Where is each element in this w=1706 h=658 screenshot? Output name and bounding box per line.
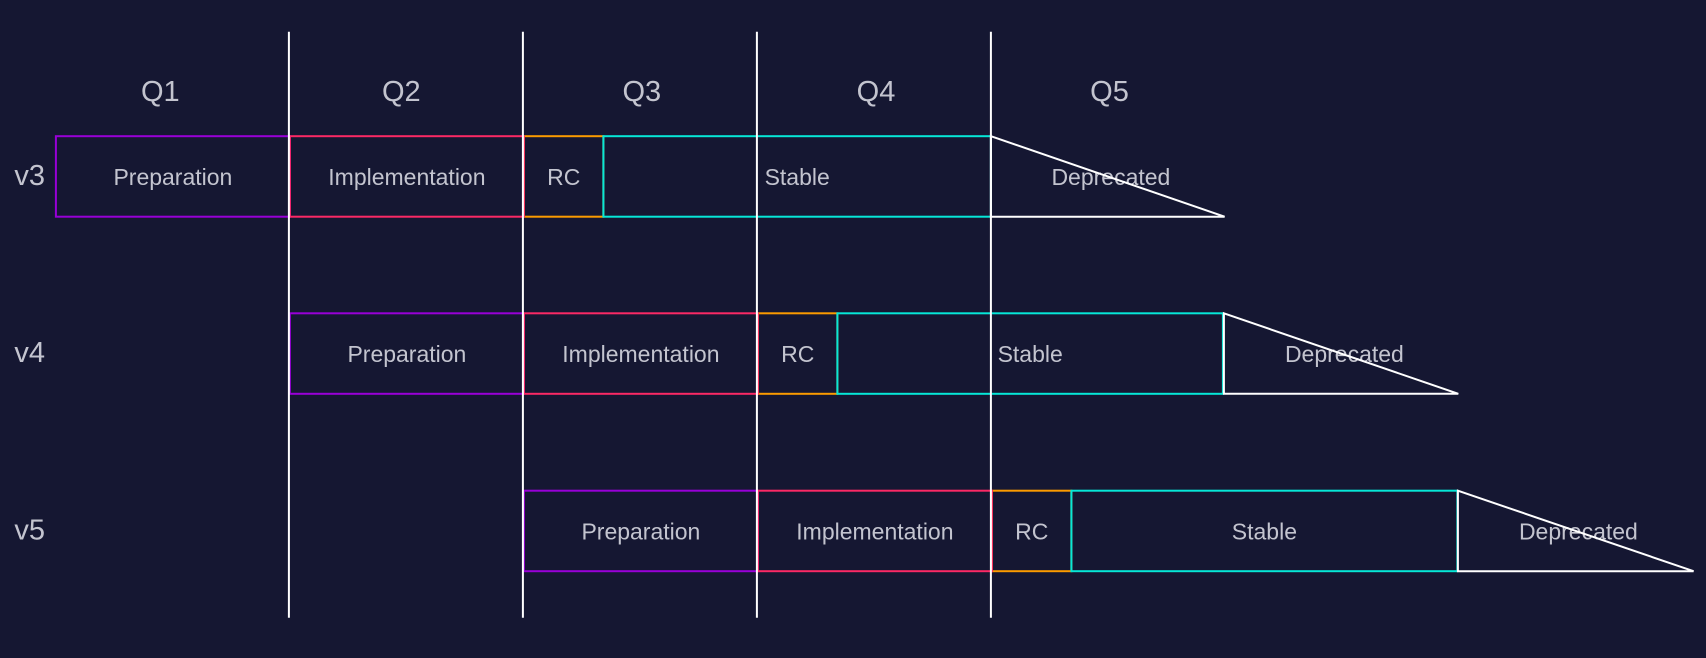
svg-text:RC: RC [1015, 518, 1048, 544]
svg-text:Q2: Q2 [382, 76, 421, 108]
svg-text:Stable: Stable [1232, 518, 1297, 544]
svg-text:Stable: Stable [998, 341, 1063, 367]
svg-text:Q3: Q3 [622, 76, 661, 108]
svg-text:v4: v4 [14, 337, 45, 369]
svg-text:Stable: Stable [765, 164, 830, 190]
svg-text:Implementation: Implementation [796, 518, 953, 544]
svg-text:v3: v3 [14, 160, 45, 192]
svg-text:Q5: Q5 [1090, 76, 1129, 108]
svg-text:RC: RC [547, 164, 580, 190]
svg-text:Q1: Q1 [141, 76, 180, 108]
svg-text:Preparation: Preparation [347, 341, 466, 367]
svg-text:Preparation: Preparation [581, 518, 700, 544]
svg-text:Preparation: Preparation [113, 164, 232, 190]
svg-text:RC: RC [781, 341, 814, 367]
svg-text:v5: v5 [14, 514, 45, 546]
svg-text:Implementation: Implementation [328, 164, 485, 190]
svg-text:Implementation: Implementation [562, 341, 719, 367]
svg-text:Q4: Q4 [857, 76, 896, 108]
